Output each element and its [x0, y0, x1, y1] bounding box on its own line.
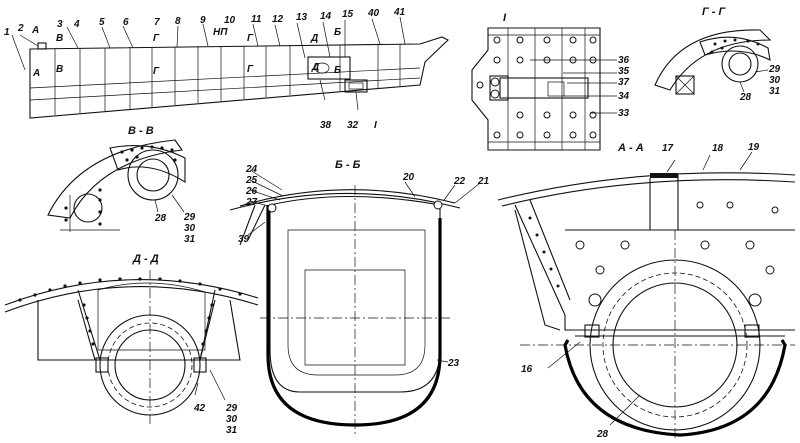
detail-i-labels: I 36 35 37 34 33 — [503, 12, 630, 119]
section-mark-g-left-top: Г — [153, 33, 160, 44]
callout-29-gg: 29 — [768, 64, 781, 75]
section-mark-d-top: Д — [310, 33, 318, 44]
callout-12: 12 — [272, 14, 284, 25]
section-mark-g-left-bottom: Г — [153, 66, 160, 77]
section-mark-g-right-bottom: Г — [247, 64, 254, 75]
section-mark-b-bottom: Б — [334, 65, 341, 76]
callout-7: 7 — [154, 17, 160, 28]
top-view — [11, 16, 449, 119]
section-vv-title: В - В — [128, 125, 154, 137]
callout-28-aa: 28 — [596, 429, 609, 440]
callout-36: 36 — [618, 55, 630, 66]
callout-30-gg: 30 — [769, 75, 781, 86]
callout-4: 4 — [73, 19, 80, 30]
section-gg-labels: Г - Г 29 30 31 28 — [702, 6, 781, 103]
callout-27: 27 — [245, 197, 258, 208]
callout-3: 3 — [57, 19, 63, 30]
callout-39: 39 — [238, 234, 250, 245]
callout-2: 2 — [17, 23, 24, 34]
callout-22: 22 — [453, 176, 466, 187]
callout-19: 19 — [748, 142, 760, 153]
section-mark-v-bottom: В — [56, 64, 63, 75]
section-mark-g-right-top: Г — [247, 33, 254, 44]
callout-31-vv: 31 — [184, 234, 196, 245]
top-view-labels: 1 2 3 4 5 6 7 8 9 10 11 12 13 14 15 40 4… — [4, 7, 406, 131]
section-mark-d-bottom: Д — [311, 62, 319, 73]
callout-10: 10 — [224, 15, 236, 26]
callout-14: 14 — [320, 11, 332, 22]
callout-28-vv: 28 — [154, 213, 167, 224]
section-aa — [497, 151, 796, 440]
callout-I-ref: I — [374, 120, 377, 131]
callout-24: 24 — [245, 164, 258, 175]
callout-25: 25 — [245, 175, 258, 186]
callout-13: 13 — [296, 12, 308, 23]
callout-21: 21 — [477, 176, 490, 187]
callout-34: 34 — [618, 91, 630, 102]
section-mark-np: НП — [213, 27, 228, 38]
callout-11: 11 — [251, 14, 262, 25]
detail-i — [471, 27, 617, 151]
section-aa-labels: А - А 17 18 19 16 28 — [521, 142, 760, 440]
callout-42: 42 — [193, 403, 206, 414]
section-mark-a-top: А — [31, 25, 39, 36]
callout-20: 20 — [402, 172, 415, 183]
callout-33: 33 — [618, 108, 630, 119]
section-dd — [4, 270, 259, 425]
callout-31-dd: 31 — [226, 425, 238, 436]
callout-28-gg: 28 — [739, 92, 752, 103]
callout-23: 23 — [447, 358, 460, 369]
section-dd-labels: Д - Д 42 29 30 31 — [132, 253, 238, 436]
callout-35: 35 — [618, 66, 630, 77]
section-dd-title: Д - Д — [132, 253, 159, 265]
section-bb-title: Б - Б — [335, 159, 361, 171]
callout-29-dd: 29 — [225, 403, 238, 414]
section-aa-title: А - А — [617, 142, 644, 154]
section-vv — [47, 139, 186, 232]
detail-i-title: I — [503, 12, 507, 24]
callout-31-gg: 31 — [769, 86, 781, 97]
callout-1: 1 — [4, 27, 10, 38]
section-mark-b-top: Б — [334, 27, 341, 38]
callout-38: 38 — [320, 120, 332, 131]
section-mark-v-top: В — [56, 33, 63, 44]
callout-29-vv: 29 — [183, 212, 196, 223]
section-bb-labels: Б - Б 24 25 26 27 20 22 21 39 23 — [238, 159, 490, 369]
callout-30-dd: 30 — [226, 414, 238, 425]
callout-37: 37 — [618, 77, 630, 88]
callout-18: 18 — [712, 143, 724, 154]
callout-40: 40 — [367, 8, 380, 19]
section-gg — [654, 29, 772, 95]
callout-6: 6 — [123, 17, 129, 28]
callout-32: 32 — [347, 120, 359, 131]
callout-15: 15 — [342, 9, 354, 20]
section-mark-a-bottom: А — [32, 68, 40, 79]
callout-26: 26 — [245, 186, 258, 197]
callout-16: 16 — [521, 364, 533, 375]
callout-8: 8 — [175, 16, 181, 27]
callout-5: 5 — [99, 17, 105, 28]
section-bb — [229, 169, 481, 435]
callout-9: 9 — [200, 15, 206, 26]
callout-30-vv: 30 — [184, 223, 196, 234]
callout-41: 41 — [393, 7, 406, 18]
section-vv-labels: В - В 28 29 30 31 — [128, 125, 196, 245]
section-gg-title: Г - Г — [702, 6, 727, 18]
callout-17: 17 — [662, 143, 674, 154]
